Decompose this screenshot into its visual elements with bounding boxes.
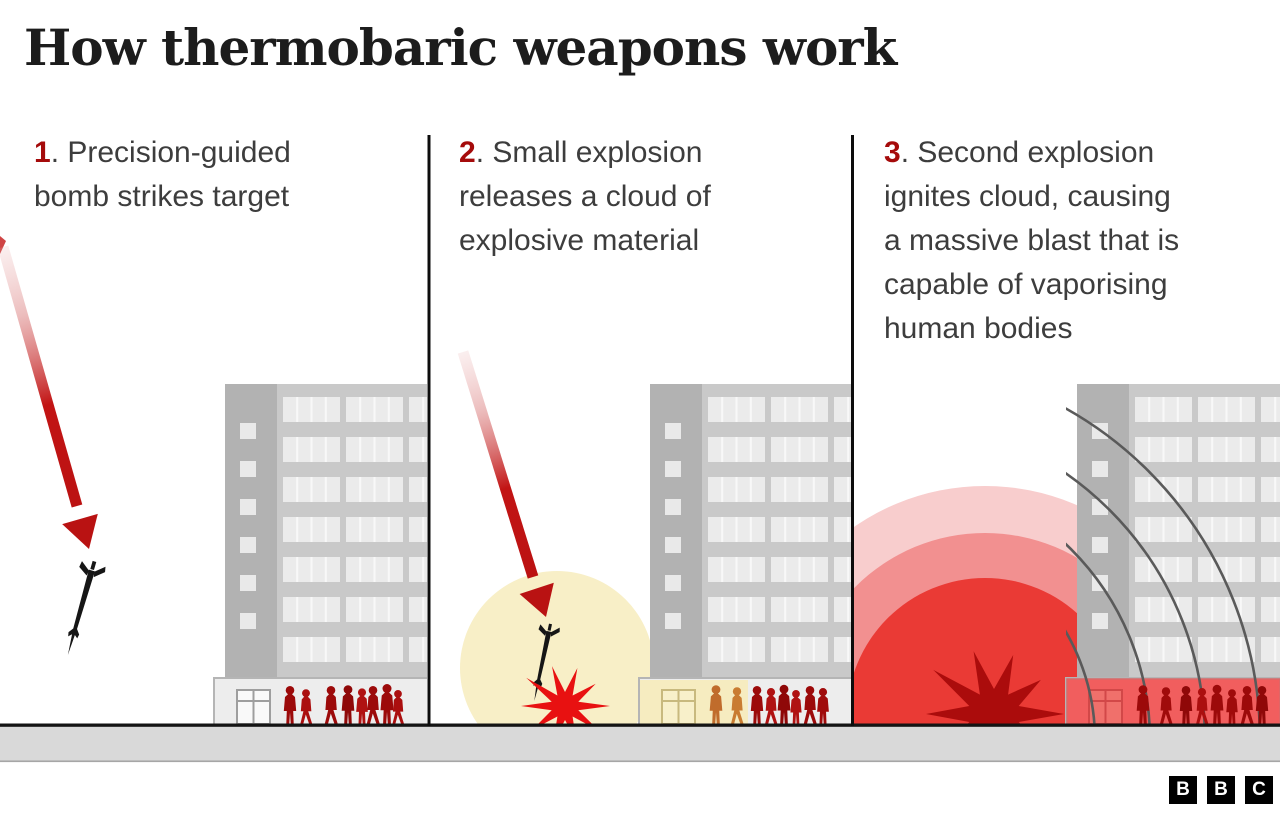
- step-2-caption: 2. Small explosion releases a cloud of e…: [459, 131, 859, 263]
- bbc-logo-block-2: B: [1207, 776, 1235, 804]
- falling-bomb-icon: [55, 557, 108, 659]
- step-2-number: 2: [459, 136, 476, 169]
- explosion-star-icon: [521, 666, 610, 726]
- bbc-logo: B B C: [1169, 776, 1273, 804]
- panel-2-scene: [457, 350, 829, 726]
- step-3-number: 3: [884, 136, 901, 169]
- red-trajectory-arrow-icon: [457, 350, 554, 617]
- step-1-text: . Precision-guided bomb strikes target: [34, 136, 291, 213]
- panel-divider-2: [851, 135, 854, 726]
- bbc-logo-block-1: B: [1169, 776, 1197, 804]
- step-3-caption: 3. Second explosion ignites cloud, causi…: [884, 131, 1280, 351]
- red-trajectory-arrow-icon: [0, 245, 98, 549]
- step-2-text: . Small explosion releases a cloud of ex…: [459, 136, 711, 257]
- cloud-circle-icon: [460, 571, 654, 726]
- step-1-number: 1: [34, 136, 51, 169]
- page-title: How thermobaric weapons work: [24, 18, 897, 77]
- step-1-caption: 1. Precision-guided bomb strikes target: [34, 131, 434, 219]
- step-3-text: . Second explosion ignites cloud, causin…: [884, 136, 1180, 345]
- bbc-logo-block-3: C: [1245, 776, 1273, 804]
- panel-1-scene: [0, 236, 405, 726]
- panel-divider-1: [427, 135, 431, 726]
- building-panel-3: [926, 360, 1280, 726]
- ground-icon: [0, 723, 1280, 763]
- blast-star-icon: [926, 651, 1064, 726]
